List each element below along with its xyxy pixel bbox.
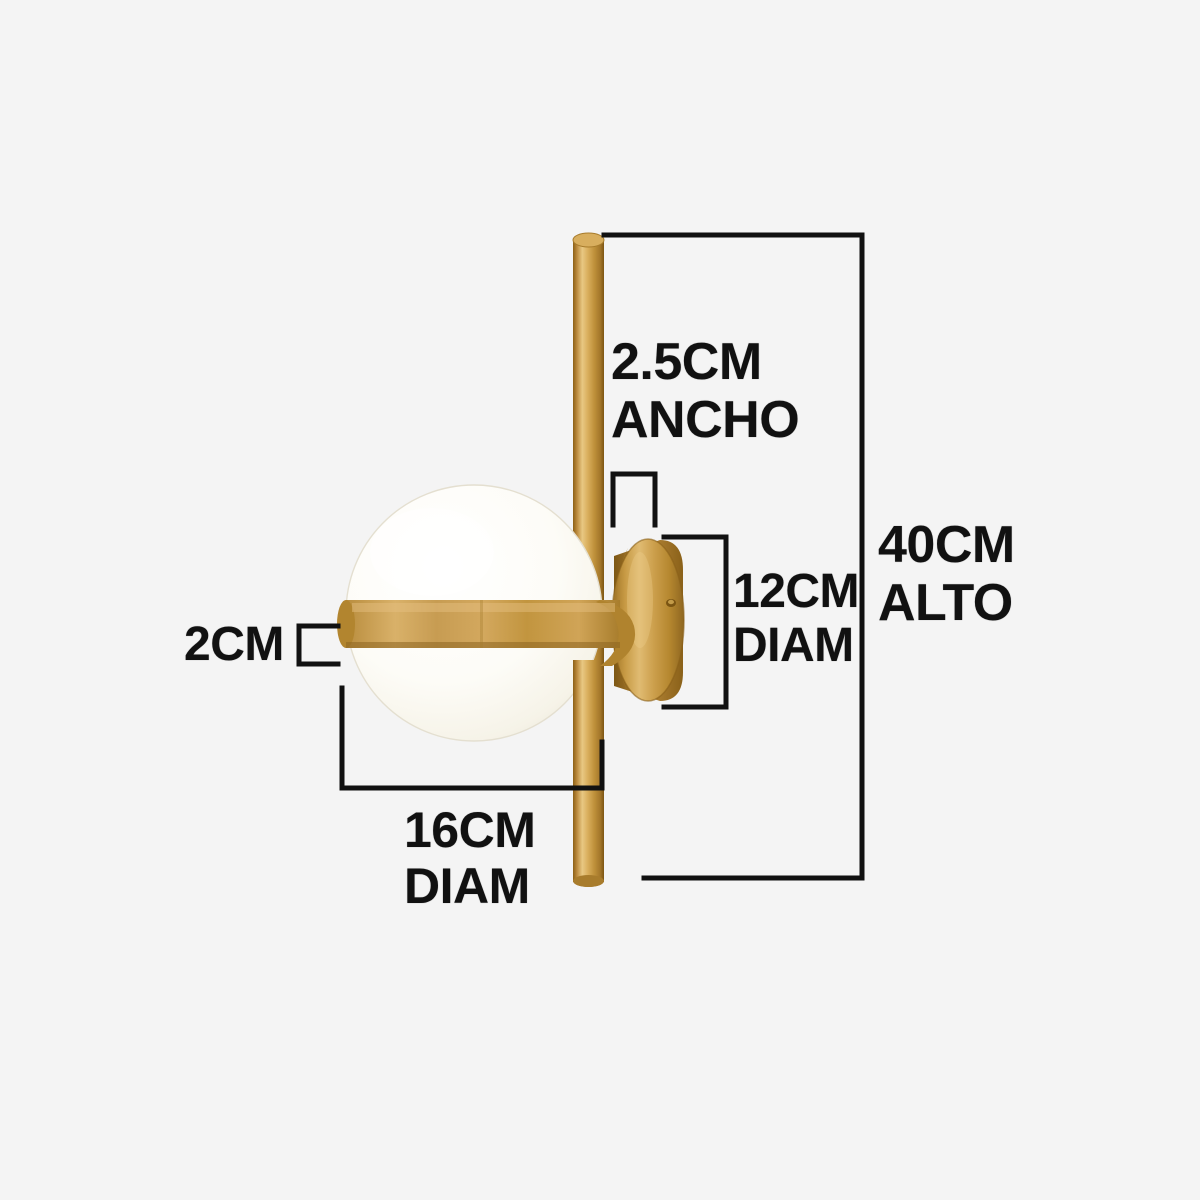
- dimension-label-globe-diam: 16CM DIAM: [404, 802, 536, 914]
- dimension-label-alto: 40CM ALTO: [878, 516, 1015, 633]
- callout-bracket-band-width: [296, 623, 341, 667]
- dimension-label-band-width: 2CM: [184, 618, 284, 671]
- callout-bracket-ancho: [610, 471, 658, 528]
- gold-ring-band: [337, 600, 636, 666]
- rod-front-segment: [573, 660, 604, 887]
- callout-bracket-mount-diam: [661, 534, 729, 710]
- dimension-label-mount-diam: 12CM DIAM: [733, 565, 860, 672]
- callout-bracket-globe-diam: [339, 685, 605, 791]
- dimension-label-ancho: 2.5CM ANCHO: [611, 333, 800, 450]
- callout-bracket-alto: [601, 232, 865, 881]
